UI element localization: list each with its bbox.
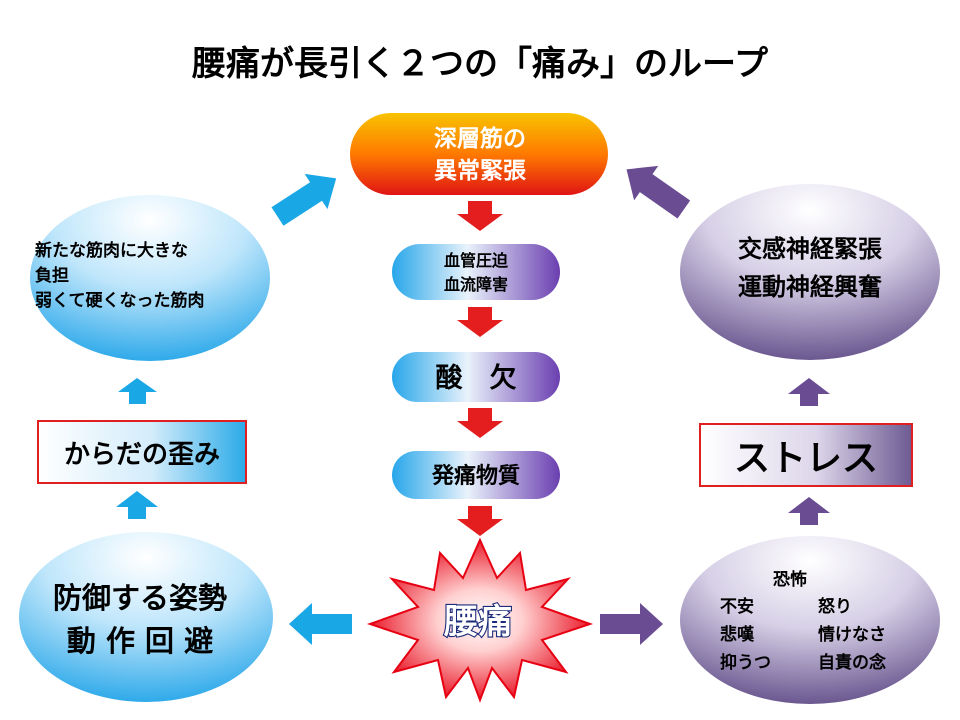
burden-line1: 新たな筋肉に大きな [35, 240, 188, 261]
blood-line2: 血流障害 [444, 275, 508, 294]
purple-arrow-diag [626, 165, 691, 219]
pain-substance-node: 発痛物質 [392, 451, 560, 499]
arrow-down-4 [457, 506, 503, 536]
emotion-col2-1: 怒り [818, 596, 852, 617]
burden-node: 新たな筋肉に大きな 負担 弱くて硬くなった筋肉 [30, 195, 270, 361]
deep-muscle-line1: 深層筋の [434, 125, 526, 152]
defense-line1: 防御する姿勢 [53, 581, 227, 615]
arrow-down-1 [457, 201, 503, 231]
lumbago-label: 腰痛 [444, 602, 512, 642]
stress-label: ストレス [734, 438, 878, 479]
deep-muscle-node: 深層筋の 異常緊張 [350, 113, 608, 195]
burden-line2: 負担 [35, 266, 69, 286]
oxygen-label: 酸 欠 [436, 362, 517, 394]
distortion-box: からだの歪み [37, 420, 247, 484]
blue-arrow-diag [271, 173, 337, 226]
emotion-col2-2: 情けなさ [818, 624, 886, 645]
blood-line1: 血管圧迫 [444, 251, 509, 270]
defense-node: 防御する姿勢 動 作 回 避 [19, 532, 273, 702]
stress-box: ストレス [699, 423, 913, 487]
purple-arrow-up-1 [788, 378, 830, 406]
lumbago-starburst: 腰痛 [366, 537, 594, 703]
pain-substance-label: 発痛物質 [431, 463, 520, 489]
arrow-down-3 [457, 408, 503, 438]
emotions-node: 恐怖 不安 悲嘆 抑うつ 怒り 情けなさ 自責の念 [680, 536, 940, 704]
nerve-node: 交感神経緊張 運動神経興奮 [680, 184, 940, 360]
diagram-title: 腰痛が長引く２つの「痛み」のループ [192, 44, 768, 84]
blood-node: 血管圧迫 血流障害 [392, 244, 560, 300]
blue-arrow-up-1 [118, 378, 157, 404]
defense-line2: 動 作 回 避 [67, 624, 213, 658]
emotion-col1-2: 悲嘆 [720, 624, 755, 645]
deep-muscle-line2: 異常緊張 [434, 158, 527, 184]
purple-arrow-right [600, 603, 663, 645]
oxygen-node: 酸 欠 [392, 352, 560, 402]
purple-arrow-up-2 [788, 497, 830, 525]
blue-arrow-left [289, 603, 352, 645]
nerve-line2: 運動神経興奮 [738, 273, 882, 301]
emotion-col1-1: 不安 [720, 596, 754, 617]
blue-arrow-up-2 [116, 491, 158, 519]
emotion-col2-3: 自責の念 [818, 652, 886, 673]
emotion-col1-3: 抑うつ [720, 652, 771, 673]
burden-line3: 弱くて硬くなった筋肉 [35, 290, 205, 311]
distortion-label: からだの歪み [64, 440, 220, 470]
arrow-down-2 [457, 307, 503, 337]
nerve-line1: 交感神経緊張 [738, 235, 883, 263]
emotions-heading: 恐怖 [773, 569, 807, 590]
